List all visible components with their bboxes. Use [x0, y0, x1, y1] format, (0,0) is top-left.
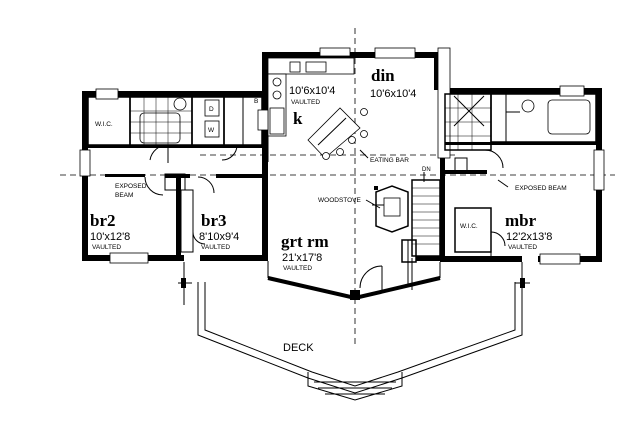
exposed-beam-label-line1: EXPOSED	[115, 183, 147, 190]
room-size-br3: 8'10x9'4	[199, 231, 239, 243]
dn-label: DN	[422, 167, 431, 173]
room-name-k: k	[293, 109, 303, 128]
exposed-beam-label-line2: BEAM	[115, 192, 133, 199]
room-name-mbr: mbr	[505, 211, 537, 230]
exposed-beam-label-right: EXPOSED BEAM	[515, 185, 567, 192]
deck-label: DECK	[283, 342, 314, 354]
woodstove-label: WOODSTOVE	[318, 197, 362, 204]
room-name-grtrm: grt rm	[281, 232, 329, 251]
left-wing-interior	[79, 88, 268, 264]
great-room-interior	[359, 172, 441, 290]
room-name-br3: br3	[201, 211, 227, 230]
room-size-grtrm: 21'x17'8	[282, 252, 322, 264]
deck-posts	[178, 262, 530, 305]
room-note-br3: VAULTED	[201, 244, 230, 251]
eating-bar-label: EATING BAR	[370, 157, 409, 164]
room-name-din: din	[371, 66, 395, 85]
room-name-br2: br2	[90, 211, 116, 230]
leader-lines	[359, 149, 509, 209]
room-note-k: VAULTED	[291, 99, 320, 106]
kitchen-dining-interior	[257, 47, 416, 162]
labels: din 10'6x10'4 10'6x10'4 VAULTED k br2 10…	[90, 66, 567, 354]
b-label: B	[254, 98, 258, 105]
wic-label-right: W.I.C.	[460, 223, 478, 230]
right-wing-interior	[444, 85, 605, 265]
room-note-grtrm: VAULTED	[283, 265, 312, 272]
room-note-br2: VAULTED	[92, 244, 121, 251]
deck-outline	[197, 282, 523, 401]
room-note-mbr: VAULTED	[508, 244, 537, 251]
room-size-din: 10'6x10'4	[370, 88, 416, 100]
room-size-br2: 10'x12'8	[90, 231, 130, 243]
room-size-mbr: 12'2x13'8	[506, 231, 552, 243]
room-size-k: 10'6x10'4	[289, 85, 335, 97]
washer-label: W	[208, 127, 215, 134]
dryer-label: D	[209, 106, 214, 113]
wic-label-left: W.I.C.	[95, 121, 113, 128]
